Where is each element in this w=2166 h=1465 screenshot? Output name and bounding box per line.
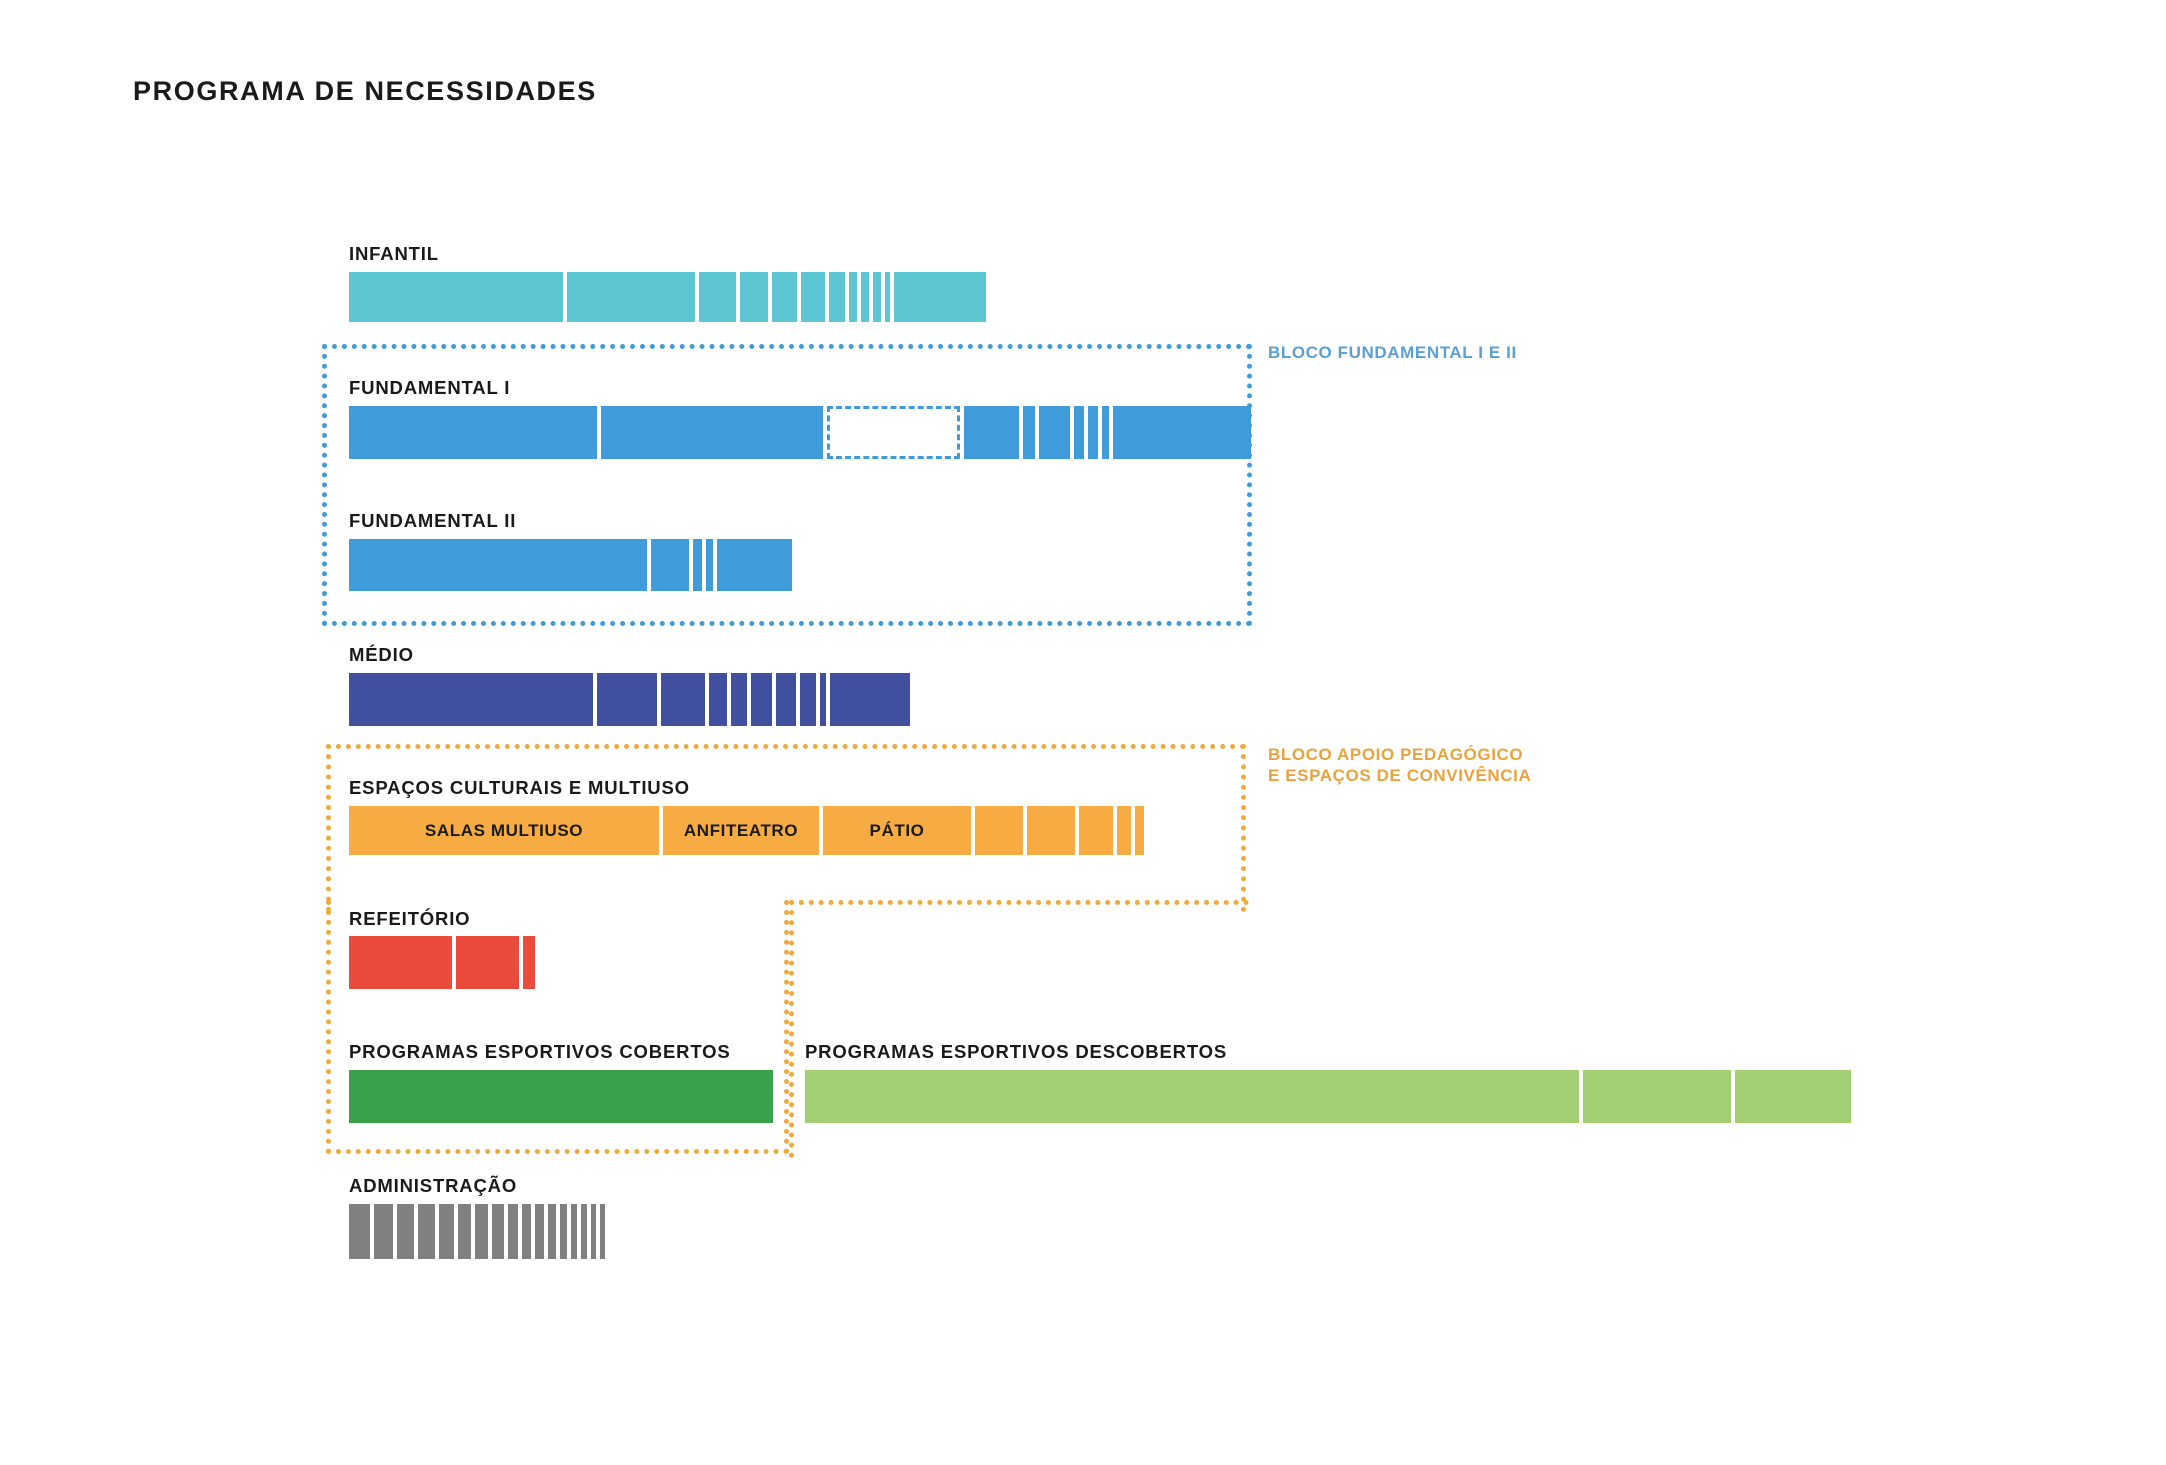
group-frame-apoio-step-vertical (789, 900, 794, 1158)
bar-segment-fundamental-i-9[interactable] (1102, 406, 1109, 459)
bar-segment-fundamental-ii-2[interactable] (651, 539, 689, 591)
bar-medio (349, 673, 910, 726)
bar-segment-medio-5[interactable] (731, 673, 747, 726)
bar-segment-medio-2[interactable] (597, 673, 657, 726)
row-label-administracao: ADMINISTRAÇÃO (349, 1175, 518, 1196)
bar-segment-espacos-culturais-1[interactable]: SALAS MULTIUSO (349, 806, 659, 855)
bar-segment-espacos-culturais-2[interactable]: ANFITEATRO (663, 806, 819, 855)
bar-segment-administracao-17[interactable] (600, 1204, 605, 1259)
bar-segment-label-espacos-culturais-3: PÁTIO (869, 820, 925, 840)
legend-bloco-fundamental: BLOCO FUNDAMENTAL I E II (1268, 342, 1517, 363)
bar-segment-administracao-15[interactable] (581, 1204, 587, 1259)
bar-segment-medio-8[interactable] (800, 673, 816, 726)
row-label-fundamental-i: FUNDAMENTAL I (349, 377, 511, 398)
row-label-esportivos-descobertos: PROGRAMAS ESPORTIVOS DESCOBERTOS (805, 1041, 1228, 1062)
bar-segment-fundamental-i-3[interactable] (827, 406, 960, 459)
bar-segment-administracao-11[interactable] (535, 1204, 544, 1259)
bar-fundamental-ii (349, 539, 792, 591)
bar-segment-administracao-5[interactable] (439, 1204, 454, 1259)
bar-administracao (349, 1204, 605, 1259)
bar-espacos-culturais: SALAS MULTIUSO ANFITEATRO PÁTIO (349, 806, 1144, 855)
bar-segment-fundamental-i-2[interactable] (601, 406, 823, 459)
bar-segment-refeitorio-3[interactable] (523, 936, 535, 989)
bar-segment-medio-3[interactable] (661, 673, 705, 726)
bar-segment-administracao-12[interactable] (548, 1204, 556, 1259)
bar-segment-espacos-culturais-3[interactable]: PÁTIO (823, 806, 971, 855)
bar-segment-fundamental-ii-3[interactable] (693, 539, 702, 591)
bar-segment-administracao-7[interactable] (475, 1204, 488, 1259)
row-label-fundamental-ii: FUNDAMENTAL II (349, 510, 517, 531)
row-label-medio: MÉDIO (349, 644, 414, 665)
bar-segment-esportivos-cobertos-1[interactable] (349, 1070, 773, 1123)
bar-segment-administracao-4[interactable] (418, 1204, 435, 1259)
bar-segment-refeitorio-1[interactable] (349, 936, 452, 989)
bar-segment-esportivos-descobertos-2[interactable] (1583, 1070, 1731, 1123)
bar-segment-fundamental-ii-1[interactable] (349, 539, 647, 591)
bar-segment-fundamental-ii-4[interactable] (706, 539, 713, 591)
bar-segment-infantil-9[interactable] (861, 272, 869, 322)
bar-esportivos-cobertos (349, 1070, 773, 1123)
bar-segment-esportivos-descobertos-3[interactable] (1735, 1070, 1851, 1123)
bar-segment-administracao-13[interactable] (560, 1204, 567, 1259)
bar-segment-administracao-3[interactable] (397, 1204, 414, 1259)
bar-segment-espacos-culturais-5[interactable] (1027, 806, 1075, 855)
bar-segment-espacos-culturais-8[interactable] (1135, 806, 1144, 855)
bar-segment-infantil-2[interactable] (567, 272, 695, 322)
row-label-espacos-culturais: ESPAÇOS CULTURAIS E MULTIUSO (349, 777, 690, 798)
bar-segment-refeitorio-2[interactable] (456, 936, 519, 989)
bar-segment-medio-6[interactable] (751, 673, 772, 726)
bar-segment-fundamental-i-4[interactable] (964, 406, 1019, 459)
bar-segment-administracao-1[interactable] (349, 1204, 370, 1259)
bar-segment-medio-4[interactable] (709, 673, 727, 726)
bar-esportivos-descobertos (805, 1070, 1851, 1123)
bar-segment-infantil-1[interactable] (349, 272, 563, 322)
bar-segment-fundamental-i-6[interactable] (1039, 406, 1070, 459)
bar-segment-fundamental-i-1[interactable] (349, 406, 597, 459)
bar-segment-fundamental-i-7[interactable] (1074, 406, 1084, 459)
bar-segment-infantil-6[interactable] (801, 272, 825, 322)
bar-segment-fundamental-i-8[interactable] (1088, 406, 1098, 459)
bar-segment-administracao-8[interactable] (492, 1204, 504, 1259)
bar-segment-label-espacos-culturais-2: ANFITEATRO (683, 820, 799, 840)
legend-bloco-apoio-line-2: E ESPAÇOS DE CONVIVÊNCIA (1268, 766, 1532, 786)
bar-segment-medio-7[interactable] (776, 673, 796, 726)
bar-fundamental-i (349, 406, 1251, 459)
bar-segment-administracao-9[interactable] (508, 1204, 518, 1259)
bar-infantil (349, 272, 986, 322)
bar-segment-medio-1[interactable] (349, 673, 593, 726)
bar-segment-espacos-culturais-4[interactable] (975, 806, 1023, 855)
row-label-refeitorio: REFEITÓRIO (349, 908, 471, 929)
bar-segment-infantil-4[interactable] (740, 272, 768, 322)
bar-segment-infantil-7[interactable] (829, 272, 845, 322)
bar-segment-infantil-8[interactable] (849, 272, 857, 322)
bar-segment-administracao-6[interactable] (458, 1204, 471, 1259)
bar-segment-administracao-14[interactable] (571, 1204, 577, 1259)
bar-segment-infantil-10[interactable] (873, 272, 881, 322)
bar-segment-infantil-3[interactable] (699, 272, 736, 322)
bar-segment-administracao-16[interactable] (591, 1204, 596, 1259)
bar-segment-fundamental-i-10[interactable] (1113, 406, 1251, 459)
bar-segment-fundamental-i-5[interactable] (1023, 406, 1035, 459)
bar-segment-infantil-5[interactable] (772, 272, 797, 322)
bar-segment-administracao-2[interactable] (374, 1204, 393, 1259)
row-label-esportivos-cobertos: PROGRAMAS ESPORTIVOS COBERTOS (349, 1041, 731, 1062)
bar-segment-espacos-culturais-6[interactable] (1079, 806, 1113, 855)
bar-segment-administracao-10[interactable] (522, 1204, 531, 1259)
bar-segment-medio-9[interactable] (820, 673, 826, 726)
row-label-infantil: INFANTIL (349, 243, 439, 264)
bar-segment-espacos-culturais-7[interactable] (1117, 806, 1131, 855)
group-frame-apoio-step-edge (789, 900, 1249, 905)
page-title: PROGRAMA DE NECESSIDADES (133, 76, 597, 106)
bar-segment-fundamental-ii-5[interactable] (717, 539, 792, 591)
bar-segment-esportivos-descobertos-1[interactable] (805, 1070, 1579, 1123)
bar-segment-label-espacos-culturais-1: SALAS MULTIUSO (424, 820, 584, 840)
legend-bloco-apoio-line-1: BLOCO APOIO PEDAGÓGICO (1268, 745, 1524, 764)
bar-segment-medio-10[interactable] (830, 673, 910, 726)
bar-segment-infantil-12[interactable] (894, 272, 986, 322)
legend-bloco-apoio: BLOCO APOIO PEDAGÓGICO E ESPAÇOS DE CONV… (1268, 744, 1531, 787)
bar-segment-infantil-11[interactable] (885, 272, 890, 322)
bar-refeitorio (349, 936, 535, 989)
legend-bloco-fundamental-line-1: BLOCO FUNDAMENTAL I E II (1268, 343, 1517, 362)
